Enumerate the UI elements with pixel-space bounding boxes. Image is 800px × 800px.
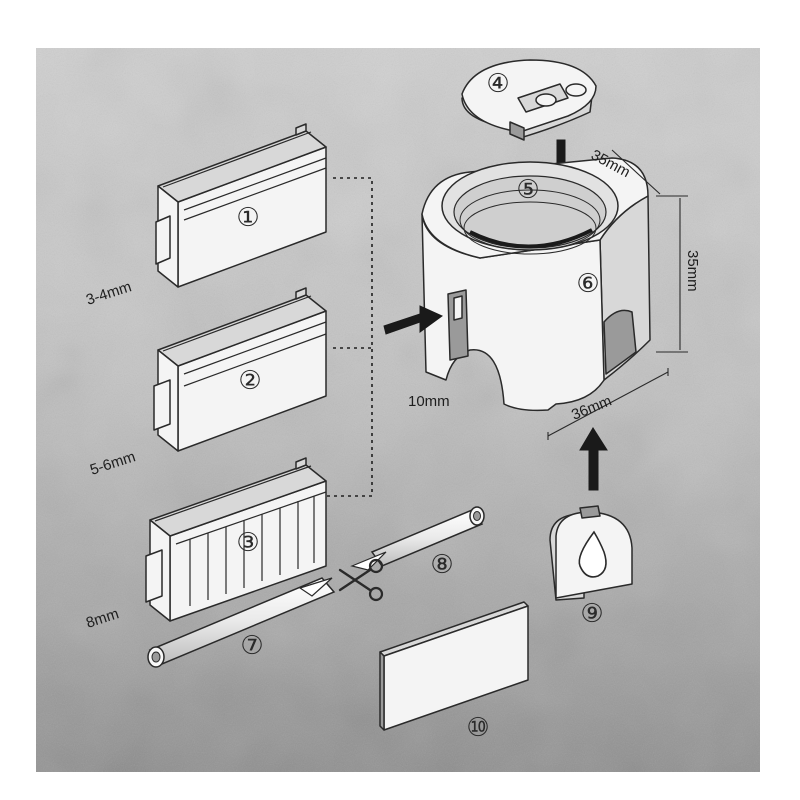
housing-6: ⑤ ⑥	[421, 157, 651, 412]
tube-7: ⑦	[147, 577, 336, 668]
arrow-icon	[579, 427, 608, 491]
tube-7-number: ⑦	[240, 631, 263, 661]
clip-3: ③	[145, 457, 327, 622]
dimension-lines	[547, 149, 688, 440]
clip-2-number: ②	[238, 366, 261, 396]
pad-10-number: ⑩	[466, 713, 489, 743]
housing-6-number: ⑥	[576, 269, 599, 299]
cap-9: ⑨	[549, 505, 633, 629]
arrow-icon	[383, 305, 443, 335]
slot-width-label: 10mm	[408, 393, 450, 410]
clip-3-number: ③	[236, 528, 259, 558]
pad-10: ⑩	[379, 601, 529, 743]
height-label: 35mm	[684, 250, 701, 292]
tube-8: ⑧	[350, 506, 485, 580]
clip-1: ①	[155, 123, 327, 288]
lid-4: ④	[461, 59, 597, 141]
ring-5-number: ⑤	[516, 175, 539, 205]
scissors-icon	[338, 558, 384, 602]
clip-1-number: ①	[236, 203, 259, 233]
lid-4-number: ④	[486, 69, 509, 99]
tube-8-number: ⑧	[430, 550, 453, 580]
cap-9-number: ⑨	[580, 599, 603, 629]
assembly-guide-line	[308, 177, 373, 497]
clip-2: ②	[153, 287, 327, 452]
water-drop-icon	[578, 530, 607, 578]
